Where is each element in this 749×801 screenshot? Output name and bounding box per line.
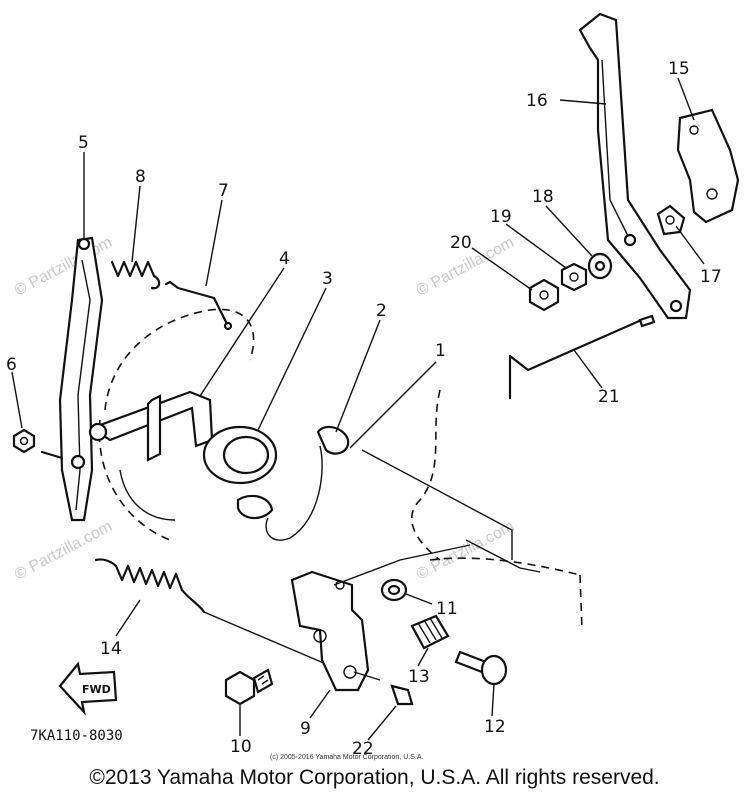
part-3-collar[interactable] [202, 425, 278, 520]
label-20: 20 [450, 233, 472, 253]
label-18: 18 [532, 187, 554, 207]
part-18-washer[interactable] [587, 252, 613, 280]
part-20-nut[interactable] [528, 278, 560, 312]
copyright-footer: ©2013 Yamaha Motor Corporation, U.S.A. A… [89, 766, 660, 789]
part-2-cable-clip[interactable] [265, 425, 350, 541]
part-9-bracket[interactable] [290, 544, 471, 692]
label-21: 21 [598, 387, 620, 407]
part-8-spring[interactable] [110, 260, 161, 290]
part-7-link-rod[interactable] [164, 280, 233, 331]
label-7: 7 [218, 181, 229, 201]
part-16-lever[interactable] [578, 12, 692, 320]
part-17-washer[interactable] [656, 204, 686, 236]
label-9: 9 [300, 719, 311, 739]
fwd-label: FWD [82, 683, 111, 696]
label-22: 22 [352, 739, 374, 759]
reference-code: 7KA110-8030 [30, 728, 123, 744]
part-14-spring[interactable] [94, 558, 341, 671]
label-12: 12 [484, 717, 506, 737]
part-numbers: 1 2 3 4 5 6 7 8 9 10 11 12 13 14 15 16 1… [6, 59, 722, 759]
part-19-nut[interactable] [560, 262, 588, 292]
label-14: 14 [100, 639, 122, 659]
part-21-rod[interactable] [508, 314, 656, 400]
label-13: 13 [408, 667, 430, 687]
label-5: 5 [78, 133, 89, 153]
part-22-screw[interactable] [390, 684, 414, 706]
label-2: 2 [376, 301, 387, 321]
leader-lines [11, 77, 705, 741]
part-10-bolt[interactable] [224, 668, 274, 706]
small-copyright: (c) 2005-2016 Yamaha Motor Corporation, … [270, 754, 423, 761]
fwd-arrow-icon: FWD [58, 661, 118, 716]
label-3: 3 [322, 269, 333, 289]
label-6: 6 [6, 355, 17, 375]
label-8: 8 [135, 167, 146, 187]
label-15: 15 [668, 59, 690, 79]
part-4-bracket[interactable] [88, 390, 214, 462]
part-11-washer[interactable] [380, 578, 408, 602]
part-13-spring[interactable] [410, 614, 450, 650]
label-10: 10 [230, 737, 252, 757]
label-4: 4 [279, 249, 290, 269]
part-5-lever[interactable] [40, 236, 104, 522]
part-1-wire[interactable] [361, 449, 541, 573]
watermark-3: © Partzilla.com [12, 518, 115, 584]
part-12-screw[interactable] [454, 650, 508, 686]
label-11: 11 [436, 599, 458, 619]
part-6-nut[interactable] [12, 428, 36, 454]
label-17: 17 [700, 267, 722, 287]
part-15-bracket[interactable] [676, 108, 740, 224]
label-16: 16 [526, 91, 548, 111]
label-19: 19 [490, 207, 512, 227]
label-1: 1 [435, 341, 446, 361]
